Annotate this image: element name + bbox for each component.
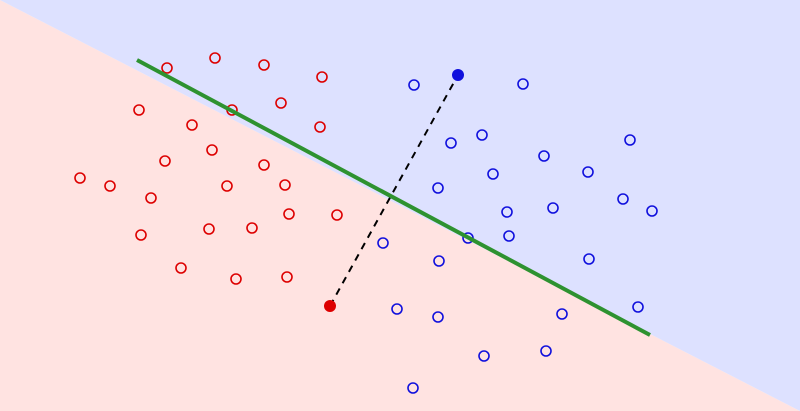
prototype-connector-line bbox=[329, 74, 459, 307]
blue-data-point bbox=[624, 134, 636, 146]
red-data-point bbox=[135, 229, 147, 241]
red-data-point bbox=[281, 271, 293, 283]
red-data-point bbox=[279, 179, 291, 191]
blue-data-point bbox=[408, 79, 420, 91]
red-data-point bbox=[186, 119, 198, 131]
red-data-point bbox=[104, 180, 116, 192]
blue-data-point bbox=[407, 382, 419, 394]
blue-data-point bbox=[632, 301, 644, 313]
blue-data-point bbox=[617, 193, 629, 205]
red-class-points bbox=[74, 52, 343, 285]
red-data-point bbox=[221, 180, 233, 192]
blue-data-point bbox=[501, 206, 513, 218]
red-data-point bbox=[316, 71, 328, 83]
red-data-point bbox=[230, 273, 242, 285]
blue-data-point bbox=[391, 303, 403, 315]
blue-data-point bbox=[540, 345, 552, 357]
blue-data-point bbox=[503, 230, 515, 242]
blue-data-point bbox=[377, 237, 389, 249]
red-data-point bbox=[246, 222, 258, 234]
red-data-point bbox=[145, 192, 157, 204]
red-data-point bbox=[331, 209, 343, 221]
blue-data-point bbox=[556, 308, 568, 320]
red-data-point bbox=[314, 121, 326, 133]
red-data-point bbox=[74, 172, 86, 184]
blue-data-point bbox=[538, 150, 550, 162]
blue-class-points bbox=[377, 78, 658, 394]
red-data-point bbox=[283, 208, 295, 220]
blue-data-point bbox=[646, 205, 658, 217]
red-data-point bbox=[203, 223, 215, 235]
red-data-point bbox=[258, 159, 270, 171]
blue-data-point bbox=[547, 202, 559, 214]
blue-data-point bbox=[476, 129, 488, 141]
red-data-point bbox=[206, 144, 218, 156]
red-data-point bbox=[175, 262, 187, 274]
blue-data-point bbox=[433, 255, 445, 267]
red-data-point bbox=[161, 62, 173, 74]
red-data-point bbox=[275, 97, 287, 109]
blue-data-point bbox=[445, 137, 457, 149]
red-data-point bbox=[159, 155, 171, 167]
blue-data-point bbox=[487, 168, 499, 180]
red-data-point bbox=[133, 104, 145, 116]
blue-data-point bbox=[432, 182, 444, 194]
red-prototype-point bbox=[324, 300, 336, 312]
blue-data-point bbox=[517, 78, 529, 90]
blue-prototype-point bbox=[452, 69, 464, 81]
blue-data-point bbox=[478, 350, 490, 362]
blue-data-point bbox=[582, 166, 594, 178]
decision-boundary-line bbox=[136, 58, 651, 337]
blue-data-point bbox=[583, 253, 595, 265]
red-data-point bbox=[209, 52, 221, 64]
blue-data-point bbox=[432, 311, 444, 323]
red-data-point bbox=[258, 59, 270, 71]
